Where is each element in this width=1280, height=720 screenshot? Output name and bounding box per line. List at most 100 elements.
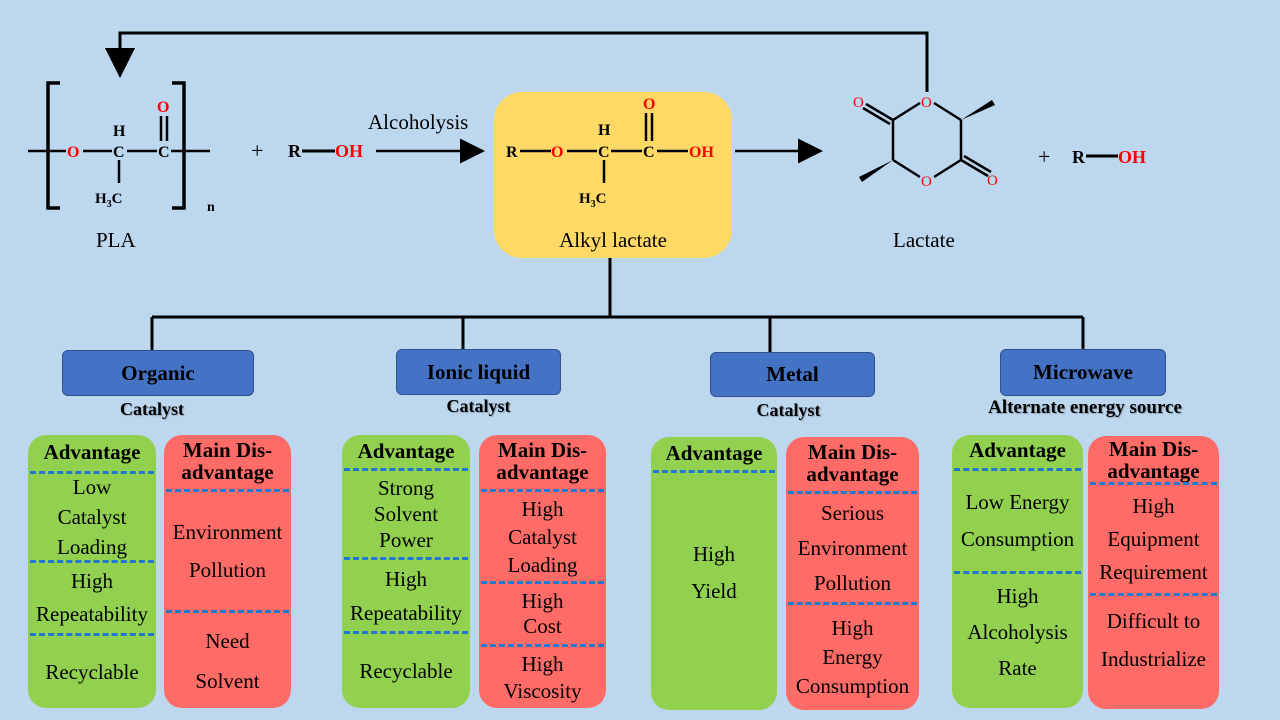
pla-bonds [28, 116, 210, 183]
separator [788, 602, 917, 605]
pla-brackets [46, 81, 186, 210]
separator [30, 633, 154, 636]
separator [788, 491, 917, 494]
alcohol-oh: OH [335, 141, 363, 161]
category-ionic-liquid-subtitle: Catalyst [446, 396, 511, 416]
lactate-label: Lactate [893, 228, 955, 252]
advantage-header: Advantage [969, 438, 1066, 462]
pla-repeat-n: n [207, 200, 215, 215]
lactide-oxygen-bottom: O [921, 174, 932, 190]
lactate-ether-oxygen: O [551, 144, 563, 161]
category-ionic-liquid[interactable]: Ionic liquid [396, 349, 561, 395]
disadvantage-header: Main Dis-advantage [806, 440, 899, 486]
separator [481, 581, 604, 584]
disadvantage-header: Main Dis-advantage [1107, 437, 1200, 483]
separator [166, 489, 289, 492]
alkyl-lactate-bonds [520, 113, 688, 183]
pla-carbon-2: C [158, 144, 170, 161]
pla-label: PLA [96, 228, 136, 252]
pla-carbonyl-oxygen: O [157, 99, 169, 116]
separator [481, 644, 604, 647]
lactate-methyl: H3C [579, 191, 607, 210]
separator [344, 557, 468, 560]
separator [344, 468, 468, 471]
lactide-carbonyl-oxygen-left: O [853, 95, 864, 111]
separator [653, 470, 775, 473]
category-organic-subtitle: Catalyst [120, 399, 184, 419]
category-metal-subtitle: Catalyst [756, 400, 821, 420]
category-microwave[interactable]: Microwave [1000, 349, 1166, 396]
advantage-header: Advantage [665, 441, 763, 465]
alcohol-reactant: R OH [288, 141, 363, 161]
separator [166, 610, 289, 613]
alkyl-lactate-box [494, 92, 732, 258]
pla-hydrogen: H [113, 123, 126, 140]
lactide-carbonyl-oxygen-right: O [987, 173, 998, 189]
advantage-item: Recyclable [359, 658, 453, 683]
category-tree-connectors [150, 258, 1085, 352]
lactate-hydroxyl: OH [689, 144, 714, 161]
lactate-r: R [506, 144, 518, 161]
category-metal[interactable]: Metal [710, 352, 875, 397]
pla-atoms: O H C C O H3C n [67, 99, 215, 215]
byproduct-oh: OH [1118, 147, 1146, 167]
recycle-arrow [105, 31, 929, 92]
pla-methyl: H3C [95, 191, 123, 210]
category-microwave-subtitle: Alternate energy source [988, 397, 1182, 418]
lactate-hydrogen: H [598, 122, 611, 139]
alcoholysis-label: Alcoholysis [368, 110, 468, 134]
lactide-atoms: O O O O [853, 95, 998, 190]
category-organic[interactable]: Organic [62, 350, 254, 396]
separator [954, 468, 1081, 471]
advantage-item: Recyclable [45, 659, 139, 684]
separator [344, 631, 468, 634]
separator [1090, 593, 1217, 596]
separator [30, 560, 154, 563]
advantage-header: Advantage [43, 440, 141, 464]
pla-carbon-1: C [113, 144, 125, 161]
plus-sign-2: + [1038, 144, 1050, 169]
lactate-carbonyl-oxygen: O [643, 96, 655, 113]
disadvantage-header: Main Dis-advantage [181, 438, 274, 484]
separator [1090, 482, 1217, 485]
alcohol-r: R [288, 141, 302, 161]
advantage-header: Advantage [357, 439, 455, 463]
byproduct-r: R [1072, 147, 1086, 167]
separator [30, 471, 154, 474]
pla-oxygen: O [67, 144, 79, 161]
lactide-wedges [859, 100, 995, 182]
disadvantage-header: Main Dis-advantage [496, 438, 589, 484]
lactate-carbon-2: C [643, 144, 655, 161]
alcohol-byproduct: R OH [1072, 147, 1146, 167]
lactate-carbon-1: C [598, 144, 610, 161]
alkyl-lactate-atoms: R O H C C O OH H3C [506, 96, 714, 210]
alkyl-lactate-label: Alkyl lactate [559, 228, 667, 252]
lactide-oxygen-top: O [921, 95, 932, 111]
separator [954, 571, 1081, 574]
lactide-ring [862, 101, 992, 179]
